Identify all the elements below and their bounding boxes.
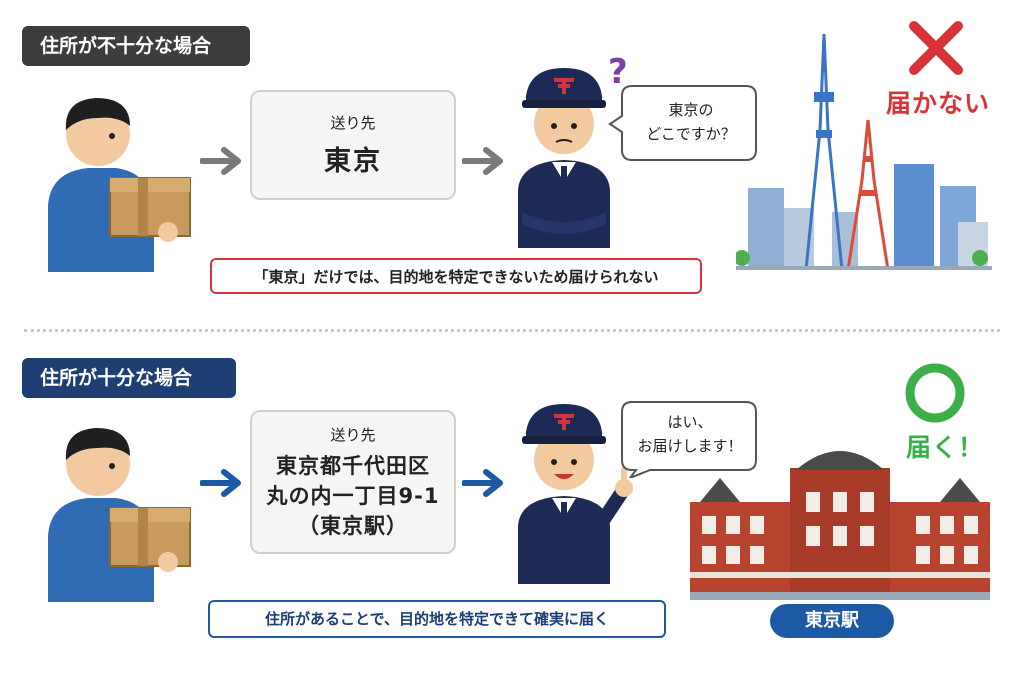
speech-bubble-shape bbox=[621, 401, 757, 478]
person-holding-box-icon bbox=[48, 98, 191, 272]
gray-arrow-icon bbox=[200, 147, 241, 175]
section-title-sufficient: 住所が十分な場合 bbox=[22, 358, 236, 398]
tokyo-station-icon bbox=[690, 451, 990, 600]
section-title-insufficient: 住所が不十分な場合 bbox=[22, 26, 250, 66]
speech-bubble-happy: はい、 お届けします！ bbox=[610, 398, 758, 478]
address-box-label: 送り先 bbox=[330, 114, 376, 132]
address-box-sufficient: 送り先 東京都千代田区 丸の内一丁目9-1 （東京駅） bbox=[250, 410, 456, 554]
note-sufficient: 住所があることで、目的地を特定できて確実に届く bbox=[208, 600, 666, 638]
red-x-icon bbox=[909, 21, 963, 75]
question-mark-icon: ? bbox=[608, 52, 628, 92]
postman-pointing-icon bbox=[518, 404, 633, 584]
green-circle-icon bbox=[905, 363, 965, 423]
blue-arrow-icon bbox=[200, 469, 241, 497]
tokyo-skyline-icon bbox=[736, 33, 992, 270]
address-text: 東京 bbox=[324, 146, 382, 177]
postman-confused-icon bbox=[518, 68, 610, 248]
speech-bubble-confused: 東京の どこですか？ bbox=[606, 80, 760, 164]
person-holding-box-icon bbox=[48, 428, 191, 602]
result-delivered: 届く！ bbox=[906, 433, 985, 462]
speech-line-2: どこですか？ bbox=[646, 125, 736, 143]
station-label: 東京駅 bbox=[770, 604, 894, 638]
blue-arrow-icon bbox=[462, 469, 503, 497]
speech-line-2: お届けします！ bbox=[637, 437, 743, 455]
address-box-label: 送り先 bbox=[330, 425, 376, 444]
section-divider bbox=[24, 329, 1000, 332]
address-line-3: （東京駅） bbox=[298, 513, 408, 538]
note-insufficient: 「東京」だけでは、目的地を特定できないため届けられない bbox=[210, 258, 702, 294]
speech-bubble-shape bbox=[608, 85, 757, 161]
gray-arrow-icon bbox=[462, 147, 503, 175]
address-line-1: 東京都千代田区 bbox=[276, 453, 430, 478]
speech-line-1: 東京の bbox=[668, 101, 714, 119]
address-box-insufficient: 送り先 東京 bbox=[250, 90, 456, 200]
result-not-delivered: 届かない bbox=[886, 89, 991, 118]
speech-line-1: はい、 bbox=[667, 413, 713, 431]
address-line-2: 丸の内一丁目9-1 bbox=[266, 483, 440, 508]
